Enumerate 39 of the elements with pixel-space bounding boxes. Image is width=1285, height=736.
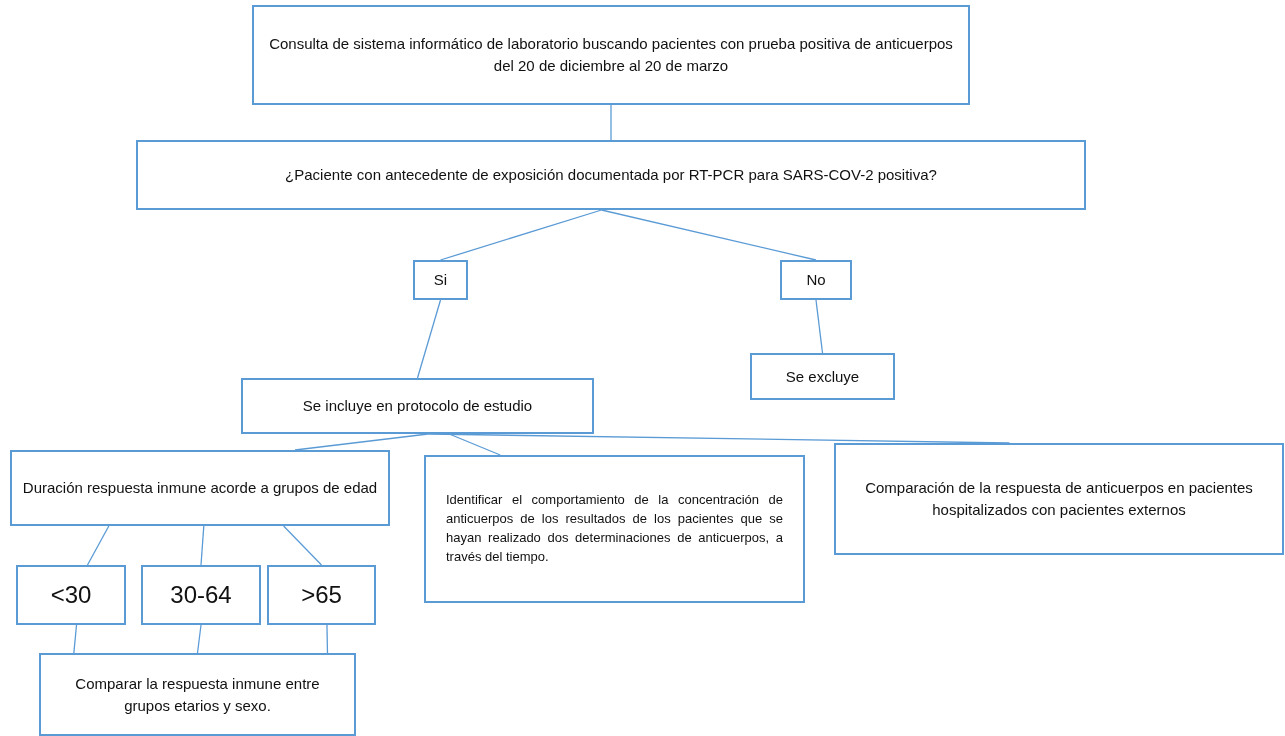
box-text: Comparación de la respuesta de anticuerpos en pacientes hospitalizados con pacientes externos — [864, 478, 1254, 520]
process-box — [10, 450, 390, 526]
box-text: Comparar la respuesta inmune entre grupos etarios y sexo. — [74, 673, 321, 716]
process-box — [834, 443, 1284, 555]
process-box — [241, 378, 594, 434]
process-box — [136, 140, 1086, 210]
box-text: Se incluye en protocolo de estudio — [302, 396, 533, 417]
connector-line — [196, 624, 202, 654]
connector-line — [610, 104, 612, 141]
connector-line — [200, 525, 205, 566]
connector-line — [439, 209, 603, 261]
box-text: Duración respuesta inmune acorde a grupos de edad — [22, 478, 378, 499]
connector-line — [815, 299, 824, 354]
box-text: Se excluye — [785, 366, 860, 387]
connector-line — [326, 624, 329, 654]
process-box — [424, 455, 805, 603]
process-box — [39, 653, 356, 736]
connector-line — [86, 525, 110, 566]
box-text: Consulta de sistema informático de laboratorio buscando pacientes con prueba positiva de anticuerpos del 20 de diciembre al 20 de marzo — [268, 34, 954, 76]
process-box — [141, 565, 261, 625]
process-box — [413, 260, 468, 300]
box-text: 30-64 — [170, 579, 232, 610]
process-box — [267, 565, 376, 625]
connector-line — [600, 209, 817, 261]
box-text: Si — [433, 270, 448, 291]
box-text: <30 — [50, 579, 92, 610]
connector-line — [416, 299, 442, 379]
box-text: ¿Paciente con antecedente de exposición documentada por RT-PCR para SARS-COV-2 positiva? — [285, 165, 937, 186]
process-box — [252, 5, 970, 105]
process-box — [750, 353, 895, 400]
box-text: Identificar el comportamiento de la concentración de anticuerpos de los resultados de los pacientes que se hayan realizado dos determinaciones de anticuerpos, a través del tiempo. — [445, 491, 784, 566]
connector-line — [294, 433, 429, 451]
box-text: No — [806, 270, 826, 291]
box-text: >65 — [301, 579, 342, 610]
connector-line — [448, 433, 501, 456]
process-box — [16, 565, 126, 625]
connector-line — [73, 624, 78, 654]
connector-line — [282, 525, 323, 566]
process-box — [780, 260, 852, 300]
